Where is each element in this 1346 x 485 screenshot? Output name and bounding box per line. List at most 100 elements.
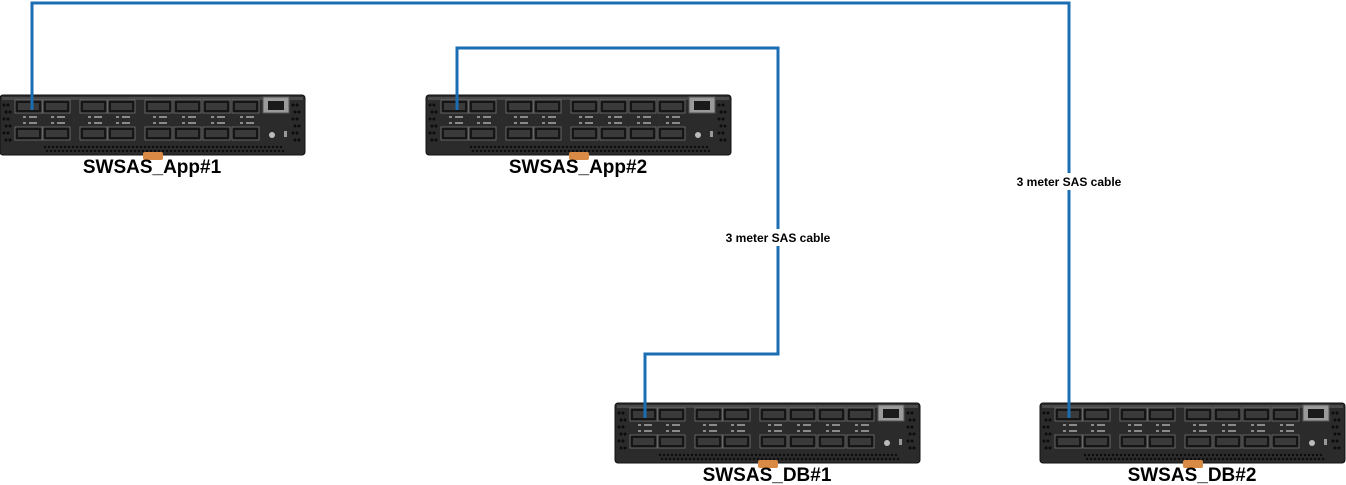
- port-opening: [603, 103, 624, 110]
- pull-tab[interactable]: [143, 152, 163, 160]
- pull-tab[interactable]: [758, 460, 778, 468]
- vent-holes: [617, 411, 916, 461]
- port-leds: [23, 116, 254, 124]
- port-opening: [177, 103, 198, 110]
- rj45-opening: [883, 409, 899, 418]
- port-leds: [1063, 424, 1294, 432]
- switch-label: SWSAS_DB#2: [1128, 465, 1257, 485]
- port-opening: [661, 411, 682, 418]
- switch-db2[interactable]: SWSAS_DB#2: [1039, 402, 1346, 485]
- port-opening: [850, 438, 871, 445]
- port-opening: [763, 438, 784, 445]
- port-opening: [632, 130, 653, 137]
- port-opening: [46, 130, 67, 137]
- port-leds: [449, 116, 680, 124]
- port-opening: [206, 130, 227, 137]
- switch-db1[interactable]: SWSAS_DB#1: [614, 402, 921, 485]
- port-opening: [1123, 438, 1144, 445]
- vent-holes: [2, 103, 301, 153]
- cable-app1-db2: 3 meter SAS cable: [30, 1, 1128, 418]
- port-opening: [177, 130, 198, 137]
- chassis-highlight: [617, 405, 918, 408]
- power-icon[interactable]: [269, 132, 275, 138]
- port-leds: [638, 424, 869, 432]
- port-opening: [1151, 438, 1172, 445]
- switch-app1[interactable]: SWSAS_App#1: [0, 94, 306, 178]
- port-opening: [661, 130, 682, 137]
- port-opening: [509, 103, 530, 110]
- port-opening: [574, 103, 595, 110]
- cable-label: 3 meter SAS cable: [1017, 175, 1122, 189]
- rj45-opening: [268, 101, 284, 110]
- sas-cable-line[interactable]: [30, 1, 1071, 418]
- port-opening: [206, 103, 227, 110]
- port-opening: [726, 411, 747, 418]
- port-opening: [1217, 411, 1238, 418]
- port-opening: [148, 103, 169, 110]
- port-opening: [1123, 411, 1144, 418]
- port-opening: [472, 130, 493, 137]
- port-opening: [444, 103, 465, 110]
- port-opening: [235, 130, 256, 137]
- chassis-highlight: [2, 97, 303, 100]
- port-opening: [1058, 438, 1079, 445]
- port-opening: [111, 103, 132, 110]
- port-opening: [46, 103, 67, 110]
- power-icon[interactable]: [884, 440, 890, 446]
- vent-holes: [428, 103, 727, 153]
- port-opening: [83, 103, 104, 110]
- port-opening: [444, 130, 465, 137]
- pull-tab[interactable]: [569, 152, 589, 160]
- port-opening: [850, 411, 871, 418]
- switch-label: SWSAS_App#1: [83, 157, 222, 178]
- reset-button[interactable]: [284, 131, 287, 137]
- port-opening: [1188, 438, 1209, 445]
- rj45-opening: [1308, 409, 1324, 418]
- port-opening: [632, 103, 653, 110]
- port-opening: [1188, 411, 1209, 418]
- port-opening: [18, 130, 39, 137]
- cable-label: 3 meter SAS cable: [726, 231, 831, 245]
- port-opening: [726, 438, 747, 445]
- cable-app2-db1: 3 meter SAS cable: [455, 46, 837, 418]
- port-opening: [1151, 411, 1172, 418]
- port-opening: [1275, 411, 1296, 418]
- port-opening: [661, 438, 682, 445]
- port-opening: [1246, 438, 1267, 445]
- pull-tab[interactable]: [1183, 460, 1203, 468]
- port-opening: [18, 103, 39, 110]
- switch-label: SWSAS_DB#1: [703, 465, 832, 485]
- cables: 3 meter SAS cable 3 meter SAS cable: [30, 1, 1128, 418]
- port-opening: [1086, 438, 1107, 445]
- rj45-opening: [694, 101, 710, 110]
- port-opening: [1086, 411, 1107, 418]
- port-opening: [472, 103, 493, 110]
- power-icon[interactable]: [1309, 440, 1315, 446]
- port-opening: [574, 130, 595, 137]
- port-opening: [83, 130, 104, 137]
- port-opening: [603, 130, 624, 137]
- switch-label: SWSAS_App#2: [509, 157, 647, 178]
- port-opening: [792, 438, 813, 445]
- port-opening: [537, 103, 558, 110]
- reset-button[interactable]: [1324, 439, 1327, 445]
- reset-button[interactable]: [899, 439, 902, 445]
- sas-cable-line[interactable]: [455, 46, 780, 418]
- power-icon[interactable]: [695, 132, 701, 138]
- reset-button[interactable]: [710, 131, 713, 137]
- cable-label-bg: [719, 229, 837, 246]
- chassis-highlight: [428, 97, 729, 100]
- port-opening: [1217, 438, 1238, 445]
- port-opening: [821, 411, 842, 418]
- port-opening: [1275, 438, 1296, 445]
- vent-holes: [1042, 411, 1341, 461]
- cable-label-bg: [1010, 173, 1128, 190]
- port-opening: [111, 130, 132, 137]
- switch-app2[interactable]: SWSAS_App#2: [425, 94, 732, 178]
- port-opening: [661, 103, 682, 110]
- port-opening: [633, 438, 654, 445]
- port-opening: [235, 103, 256, 110]
- port-opening: [148, 130, 169, 137]
